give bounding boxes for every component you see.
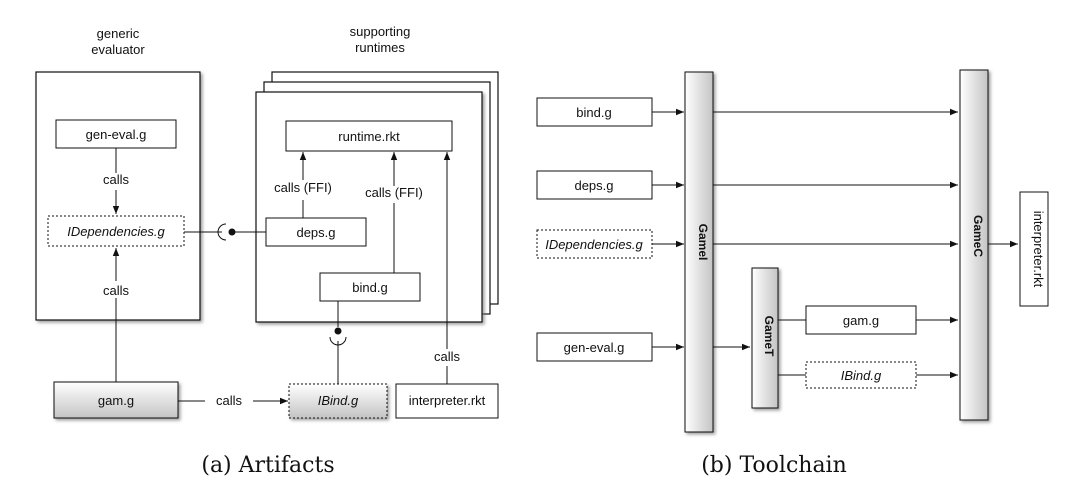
tc-ibind-box: [805, 361, 917, 389]
interpreter-label: interpreter.rkt: [409, 393, 486, 408]
gam-label: gam.g: [98, 393, 134, 408]
tc-gen-eval-label: gen-eval.g: [564, 340, 625, 355]
tc-interpreter-box: [1019, 191, 1049, 307]
tc-bind-label: bind.g: [576, 105, 611, 120]
gen-eval-label: gen-eval.g: [86, 127, 147, 142]
runtime-label: runtime.rkt: [338, 129, 400, 144]
gamei-label: GameI: [696, 224, 710, 261]
gamet-label: GameT: [762, 316, 776, 357]
supporting-runtimes-label-2: runtimes: [355, 40, 405, 55]
generic-evaluator-label-1: generic: [97, 26, 140, 41]
gamec-bar: [959, 69, 989, 421]
bind-box: [319, 272, 421, 302]
ibind-box: [288, 383, 388, 419]
tc-idependencies-label: IDependencies.g: [545, 237, 643, 252]
calls-ffi-label-1: calls (FFI): [274, 180, 332, 195]
toolchain-caption: (b) Toolchain: [701, 453, 847, 478]
gam-box: [53, 381, 179, 419]
calls-label-1: calls: [103, 172, 130, 187]
tc-bind-box: [536, 97, 653, 127]
tc-gam-label: gam.g: [843, 313, 879, 328]
gen-eval-box: [55, 119, 177, 149]
calls-ffi-label-2: calls (FFI): [365, 185, 423, 200]
calls-label-3: calls: [216, 393, 243, 408]
gamet-bar: [751, 267, 779, 409]
bind-label: bind.g: [352, 280, 387, 295]
deps-label: deps.g: [296, 225, 335, 240]
tc-ibind-label: IBind.g: [841, 368, 882, 383]
provide-ball-icon: [228, 228, 236, 236]
gamec-label: GameC: [971, 215, 985, 257]
provide-ball-icon-2: [334, 327, 342, 335]
idependencies-label: IDependencies.g: [67, 224, 165, 239]
deps-box: [265, 217, 367, 247]
artifacts-caption: (a) Artifacts: [201, 453, 334, 478]
tc-interpreter-label: interpreter.rkt: [1031, 211, 1046, 288]
idependencies-box: [47, 215, 185, 247]
ibind-label: IBind.g: [318, 393, 359, 408]
tc-deps-label: deps.g: [574, 178, 613, 193]
calls-label-4: calls: [434, 349, 461, 364]
runtime-box: [285, 120, 453, 152]
gamei-bar: [684, 71, 714, 433]
supporting-runtimes-label-1: supporting: [350, 24, 411, 39]
generic-evaluator-container: [35, 71, 201, 321]
generic-evaluator-label-2: evaluator: [91, 42, 145, 57]
interpreter-box: [395, 383, 499, 419]
calls-label-2: calls: [103, 283, 130, 298]
